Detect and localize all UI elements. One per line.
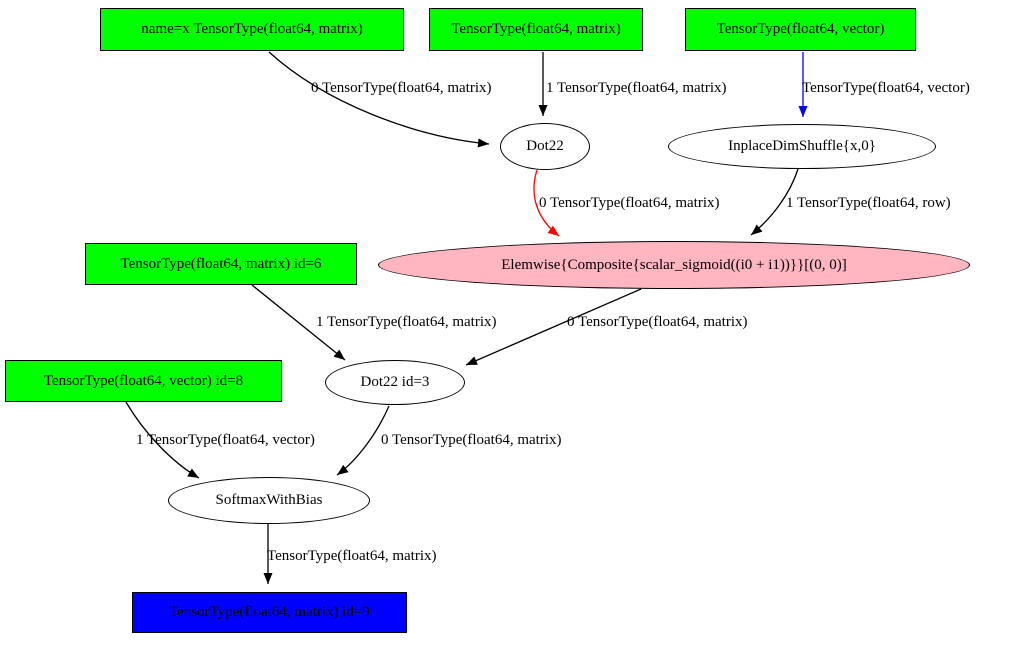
edge-label-dot22id3-to-softmax: 0 TensorType(float64, matrix)	[381, 432, 562, 448]
node-output-id9-label: TensorType(float64, matrix) id=9	[169, 604, 370, 620]
node-input-id8-label: TensorType(float64, vector) id=8	[43, 372, 244, 389]
node-dot22-id3-label: Dot22 id=3	[360, 374, 430, 390]
edge-x-to-dot22	[268, 51, 490, 148]
edge-dot22-to-elemwise	[533, 169, 560, 237]
edge-id8-to-softmax	[125, 401, 200, 479]
node-input-vector: TensorType(float64, vector)	[685, 8, 916, 51]
edge-dimshuffle-to-elemwise	[750, 168, 799, 236]
node-input-x-label: name=x TensorType(float64, matrix)	[141, 21, 363, 37]
edge-label-softmax-to-output: TensorType(float64, matrix)	[267, 548, 437, 564]
node-output-id9: TensorType(float64, matrix) id=9	[132, 592, 407, 633]
edge-label-w-to-dot22: 1 TensorType(float64, matrix)	[546, 80, 727, 96]
node-elemwise-sigmoid-label: Elemwise{Composite{scalar_sigmoid((i0 + …	[501, 256, 847, 273]
node-inplacedimshuffle: InplaceDimShuffle{x,0}	[668, 124, 936, 169]
edge-label-b-to-dimshuffle: TensorType(float64, vector)	[802, 80, 970, 96]
node-dot22-label: Dot22	[526, 138, 564, 154]
node-input-matrix-label: TensorType(float64, matrix)	[451, 21, 621, 37]
node-input-id6: TensorType(float64, matrix) id=6	[85, 243, 357, 285]
edge-label-dimshuffle-to-elemwise: 1 TensorType(float64, row)	[786, 195, 951, 211]
node-softmaxwithbias: SoftmaxWithBias	[168, 477, 370, 524]
node-dot22: Dot22	[500, 123, 590, 170]
edge-elemwise-to-dot22id3	[465, 288, 642, 366]
edge-label-id8-to-softmax: 1 TensorType(float64, vector)	[136, 432, 315, 448]
node-softmaxwithbias-label: SoftmaxWithBias	[215, 492, 323, 508]
node-input-vector-label: TensorType(float64, vector)	[716, 21, 885, 37]
node-input-id8: TensorType(float64, vector) id=8	[5, 360, 282, 402]
node-input-id6-label: TensorType(float64, matrix) id=6	[120, 255, 322, 272]
node-input-x: name=x TensorType(float64, matrix)	[100, 8, 404, 51]
edge-label-dot22-to-elemwise: 0 TensorType(float64, matrix)	[539, 195, 720, 211]
edge-label-id6-to-dot22id3: 1 TensorType(float64, matrix)	[316, 314, 497, 330]
node-dot22-id3: Dot22 id=3	[325, 360, 465, 405]
edge-label-elemwise-to-dot22id3: 0 TensorType(float64, matrix)	[567, 314, 748, 330]
edge-dot22id3-to-softmax	[336, 405, 390, 476]
node-elemwise-sigmoid: Elemwise{Composite{scalar_sigmoid((i0 + …	[378, 241, 970, 289]
node-input-matrix: TensorType(float64, matrix)	[429, 8, 643, 51]
edge-label-x-to-dot22: 0 TensorType(float64, matrix)	[311, 80, 492, 96]
edge-id6-to-dot22id3	[251, 284, 346, 361]
node-inplacedimshuffle-label: InplaceDimShuffle{x,0}	[728, 138, 876, 154]
